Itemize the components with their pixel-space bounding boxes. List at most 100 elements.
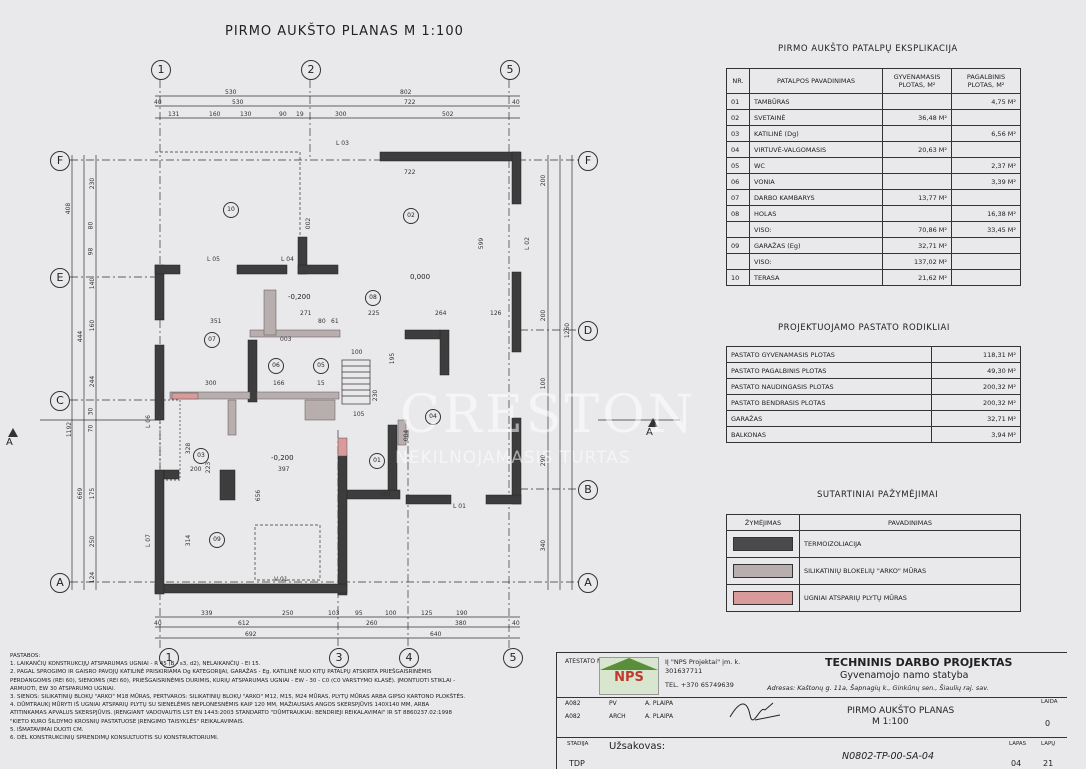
- schedule-cell: 06: [726, 173, 750, 190]
- note-line: 1. LAIKANČIŲ KONSTRUKCIJŲ ATSPARUMAS UGN…: [10, 661, 261, 668]
- schedule-cell: 01: [726, 93, 750, 110]
- schedule-cell: [882, 205, 952, 222]
- lapas-value: 04: [1011, 759, 1022, 768]
- inner-dim: 314: [185, 534, 193, 547]
- indicator-label: PASTATO GYVENAMASIS PLOTAS: [726, 346, 932, 363]
- line-label: 003: [280, 336, 292, 343]
- dim-left: 80: [87, 221, 95, 230]
- dim-bottom: 339: [201, 610, 213, 617]
- inner-dim: 100: [351, 349, 363, 356]
- inner-dim: 271: [300, 310, 312, 317]
- dim-bottom: 103: [328, 610, 340, 617]
- axis-right-F: F: [578, 151, 598, 171]
- dim-left: 669: [77, 487, 85, 500]
- note-line: "KIETO KURO ŠILDYMO KROSNIŲ PASTATUOSE Į…: [10, 718, 245, 725]
- legend-swatch: [726, 557, 800, 585]
- schedule-cell: [951, 189, 1021, 206]
- dim-left: 175: [89, 487, 97, 500]
- dim-left: 230: [89, 177, 97, 190]
- schedule-cell: TERASA: [749, 269, 883, 286]
- cert-1: A082: [565, 700, 581, 707]
- axis-left-A: A: [50, 573, 70, 593]
- dim-bottom: 692: [245, 631, 257, 638]
- schedule-cell: WC: [749, 157, 883, 174]
- schedule-cell: [951, 253, 1021, 270]
- dim-bottom: 640: [430, 631, 442, 638]
- level-mark: -0,200: [288, 293, 311, 301]
- level-mark: -0,200: [271, 454, 294, 462]
- schedule-header: PAGALBINIS PLOTAS, M²: [951, 68, 1021, 94]
- drawing-scale: M 1:100: [872, 717, 909, 727]
- axis-bottom-3: 3: [329, 648, 349, 668]
- dim-left: 160: [89, 319, 97, 332]
- atestato-label: ATESTATO NR.: [565, 658, 608, 665]
- dim-top: 530: [225, 89, 237, 96]
- dim-left: 30: [87, 407, 95, 416]
- line-label: L 03: [336, 140, 349, 147]
- dim-left: 1192: [66, 421, 74, 438]
- legend-name: TERMOIZOLIACIJA: [799, 530, 1021, 558]
- axis-bottom-1: 1: [159, 648, 179, 668]
- note-line: 5. IŠMATAVIMAI DUOTI CM.: [10, 726, 84, 733]
- schedule-cell: KATILINĖ (Dg): [749, 125, 883, 142]
- schedule-cell: 02: [726, 109, 750, 126]
- inner-dim: 722: [404, 169, 416, 176]
- indicator-label: PASTATO BENDRASIS PLOTAS: [726, 394, 932, 411]
- axis-top-1: 1: [151, 60, 171, 80]
- indicator-value: 32,71 M²: [931, 410, 1021, 427]
- schedule-cell: 03: [726, 125, 750, 142]
- client-label: Užsakovas:: [609, 741, 666, 752]
- inner-dim: 80: [318, 318, 326, 325]
- inner-dim: 166: [273, 380, 285, 387]
- inner-dim: 300: [205, 380, 217, 387]
- axis-left-F: F: [50, 151, 70, 171]
- note-line: 3. SIENOS: SILIKATINIŲ BLOKŲ "ARKO" M18 …: [10, 694, 466, 701]
- legend-swatch: [726, 530, 800, 558]
- dim-bottom: 260: [366, 620, 378, 627]
- dim-left: 250: [89, 535, 97, 548]
- dim-left: 98: [87, 247, 95, 256]
- axis-bottom-5: 5: [503, 648, 523, 668]
- legend-name: UGNIAI ATSPARIŲ PLYTŲ MŪRAS: [799, 584, 1021, 612]
- line-label: L 01: [453, 503, 466, 510]
- dim-left: 408: [65, 202, 73, 215]
- indicator-label: GARAŽAS: [726, 410, 932, 427]
- room-number: 01: [369, 453, 385, 469]
- cert-2: A082: [565, 713, 581, 720]
- line-label: V 01: [274, 576, 288, 583]
- title-block: ATESTATO NR. NPS IĮ "NPS Projektai" įm. …: [556, 652, 1067, 769]
- dim-right: 200: [540, 174, 548, 187]
- dim-left: 70: [87, 424, 95, 433]
- level-mark: 0,000: [410, 273, 431, 281]
- schedule-cell: [882, 125, 952, 142]
- axis-right-D: D: [578, 321, 598, 341]
- schedule-cell: VONIA: [749, 173, 883, 190]
- section-marker-right: A: [646, 418, 658, 438]
- drawing-title: PIRMO AUKŠTO PLANAS: [847, 706, 955, 716]
- axis-bottom-4: 4: [399, 648, 419, 668]
- schedule-cell: VIRTUVĖ-VALGOMASIS: [749, 141, 883, 158]
- plan-title: PIRMO AUKŠTO PLANAS M 1:100: [225, 24, 464, 39]
- dim-right: 200: [540, 309, 548, 322]
- schedule-cell: 13,77 M²: [882, 189, 952, 206]
- line-label: 001: [380, 491, 392, 498]
- dim-bottom: 380: [455, 620, 467, 627]
- schedule-cell: [882, 173, 952, 190]
- inner-dim: 656: [255, 489, 263, 502]
- note-line: ARMUOTI, EW 30 ATSPARUMO UGNIAI.: [10, 685, 116, 692]
- indicator-value: 49,30 M²: [931, 362, 1021, 379]
- schedule-cell: 4,75 M²: [951, 93, 1021, 110]
- schedule-cell: 32,71 M²: [882, 237, 952, 254]
